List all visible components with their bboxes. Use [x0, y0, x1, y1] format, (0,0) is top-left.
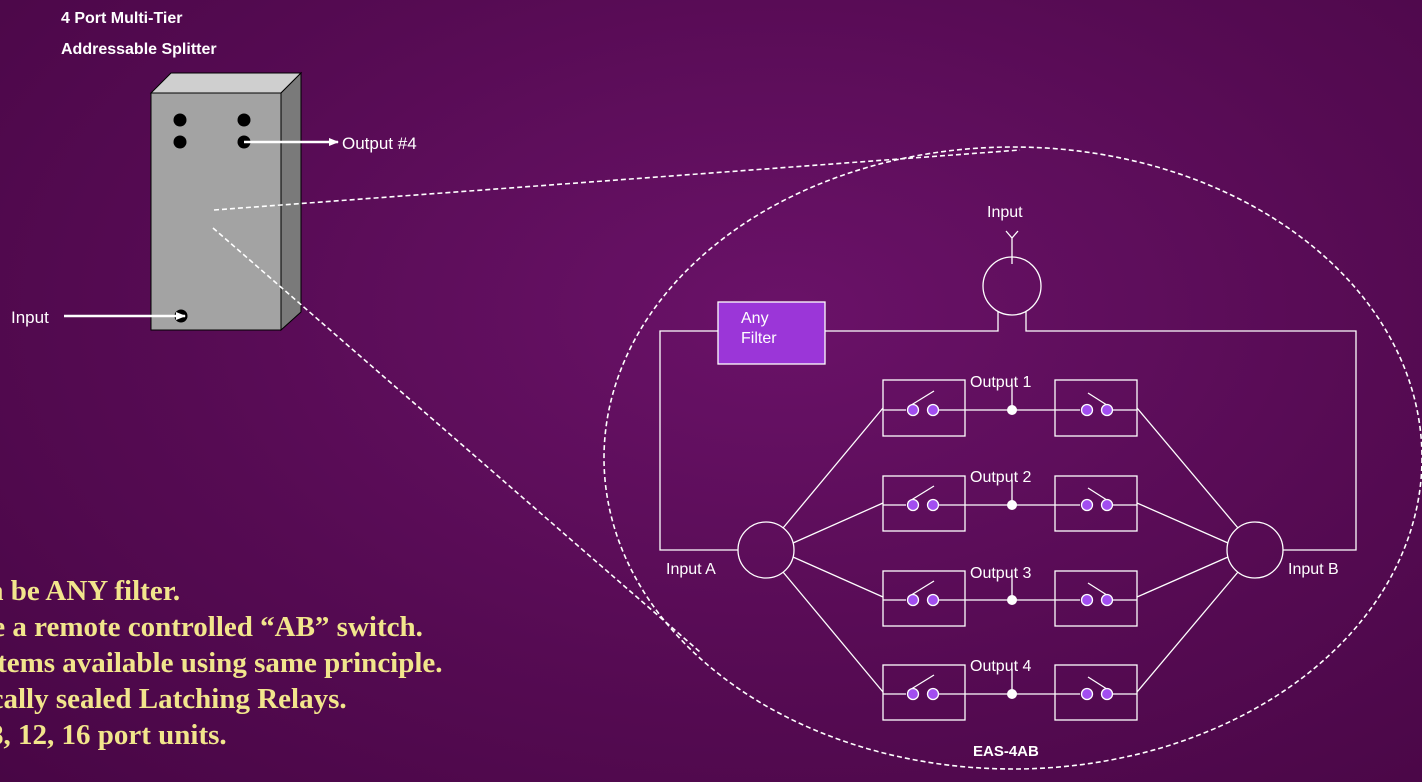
relay-contact	[1100, 593, 1114, 607]
relay-contact	[906, 498, 920, 512]
feature-item: systems available using same principle.	[0, 647, 443, 679]
relay-contact	[926, 403, 940, 417]
output-junction	[1007, 595, 1017, 605]
relay-left	[882, 379, 966, 437]
relay-right	[1054, 475, 1138, 532]
model-label: EAS-4AB	[973, 743, 1039, 760]
filter-to-a-line	[659, 330, 738, 551]
input-b-label: Input B	[1288, 561, 1339, 578]
output-junction	[1007, 405, 1017, 415]
relay-right	[1054, 570, 1138, 627]
zoom-line-top	[213, 149, 1021, 211]
splitter-box	[149, 71, 303, 332]
relay-contact	[1080, 403, 1094, 417]
splitter-input-label: Input	[11, 308, 49, 327]
relay-contact	[906, 403, 920, 417]
output-3-label: Output 3	[970, 565, 1031, 582]
port-dot	[173, 113, 187, 127]
output-junction	[1007, 500, 1017, 510]
filter-label-line2: Filter	[741, 330, 777, 347]
relay-contact	[1100, 498, 1114, 512]
splitter-title-line1: 4 Port Multi-Tier	[61, 10, 183, 27]
input-a-label: Input A	[666, 561, 716, 578]
zoom-callout	[212, 146, 1422, 770]
relay-contact	[1100, 403, 1114, 417]
output-4-label: Output #4	[342, 134, 417, 153]
splitter-title-line2: Addressable Splitter	[61, 41, 217, 58]
splitter-box-side	[280, 71, 302, 332]
output-junction	[1007, 689, 1017, 699]
relay-right	[1054, 664, 1138, 721]
relay-contact	[926, 687, 940, 701]
output-1-label: Output 1	[970, 374, 1031, 391]
output-2-label: Output 2	[970, 469, 1031, 486]
splitter-box-top	[149, 72, 303, 94]
relay-contact	[906, 593, 920, 607]
relay-contact	[1080, 687, 1094, 701]
filter-label-line1: Any	[741, 310, 769, 327]
fan-line	[792, 502, 884, 544]
feature-item: like a remote controlled “AB” switch.	[0, 611, 423, 643]
feature-list: can be ANY filter. like a remote control…	[0, 573, 443, 753]
relay-left	[882, 570, 966, 627]
fan-line	[1136, 502, 1229, 544]
feature-item: etically sealed Latching Relays.	[0, 683, 347, 715]
relay-left	[882, 475, 966, 532]
port-dot	[173, 135, 187, 149]
fan-line	[792, 556, 884, 598]
relay-row	[882, 664, 1138, 721]
fan-line	[1136, 571, 1239, 693]
relay-row	[882, 570, 1138, 627]
relay-right	[1054, 379, 1138, 437]
eas-circuit	[659, 230, 1357, 721]
feature-item: 4, 8, 12, 16 port units.	[0, 719, 227, 751]
relay-left	[882, 664, 966, 721]
output-4-label: Output 4	[970, 658, 1031, 675]
fan-line	[782, 571, 884, 693]
fan-line	[782, 407, 884, 529]
filter-box	[717, 301, 826, 365]
relay-contact	[926, 498, 940, 512]
relay-row	[882, 475, 1138, 532]
relay-contact	[1080, 593, 1094, 607]
circuit-input-label: Input	[987, 204, 1023, 221]
relay-row	[882, 379, 1138, 437]
top-splitter-circle	[982, 256, 1042, 316]
input-b-circle	[1226, 521, 1284, 579]
fan-line	[1136, 556, 1229, 598]
relay-contact	[1100, 687, 1114, 701]
relay-contact	[1080, 498, 1094, 512]
relay-contact	[926, 593, 940, 607]
port-dot	[237, 113, 251, 127]
zoom-line-bottom	[212, 227, 701, 653]
relay-contact	[906, 687, 920, 701]
fan-line	[1136, 407, 1239, 529]
splitter-box-front	[150, 92, 282, 331]
left-feed-line	[825, 311, 999, 332]
antenna-icon	[1005, 230, 1019, 264]
input-a-circle	[737, 521, 795, 579]
right-feed-line	[1025, 311, 1357, 551]
feature-item: can be ANY filter.	[0, 575, 181, 607]
zoom-ellipse	[603, 146, 1422, 770]
